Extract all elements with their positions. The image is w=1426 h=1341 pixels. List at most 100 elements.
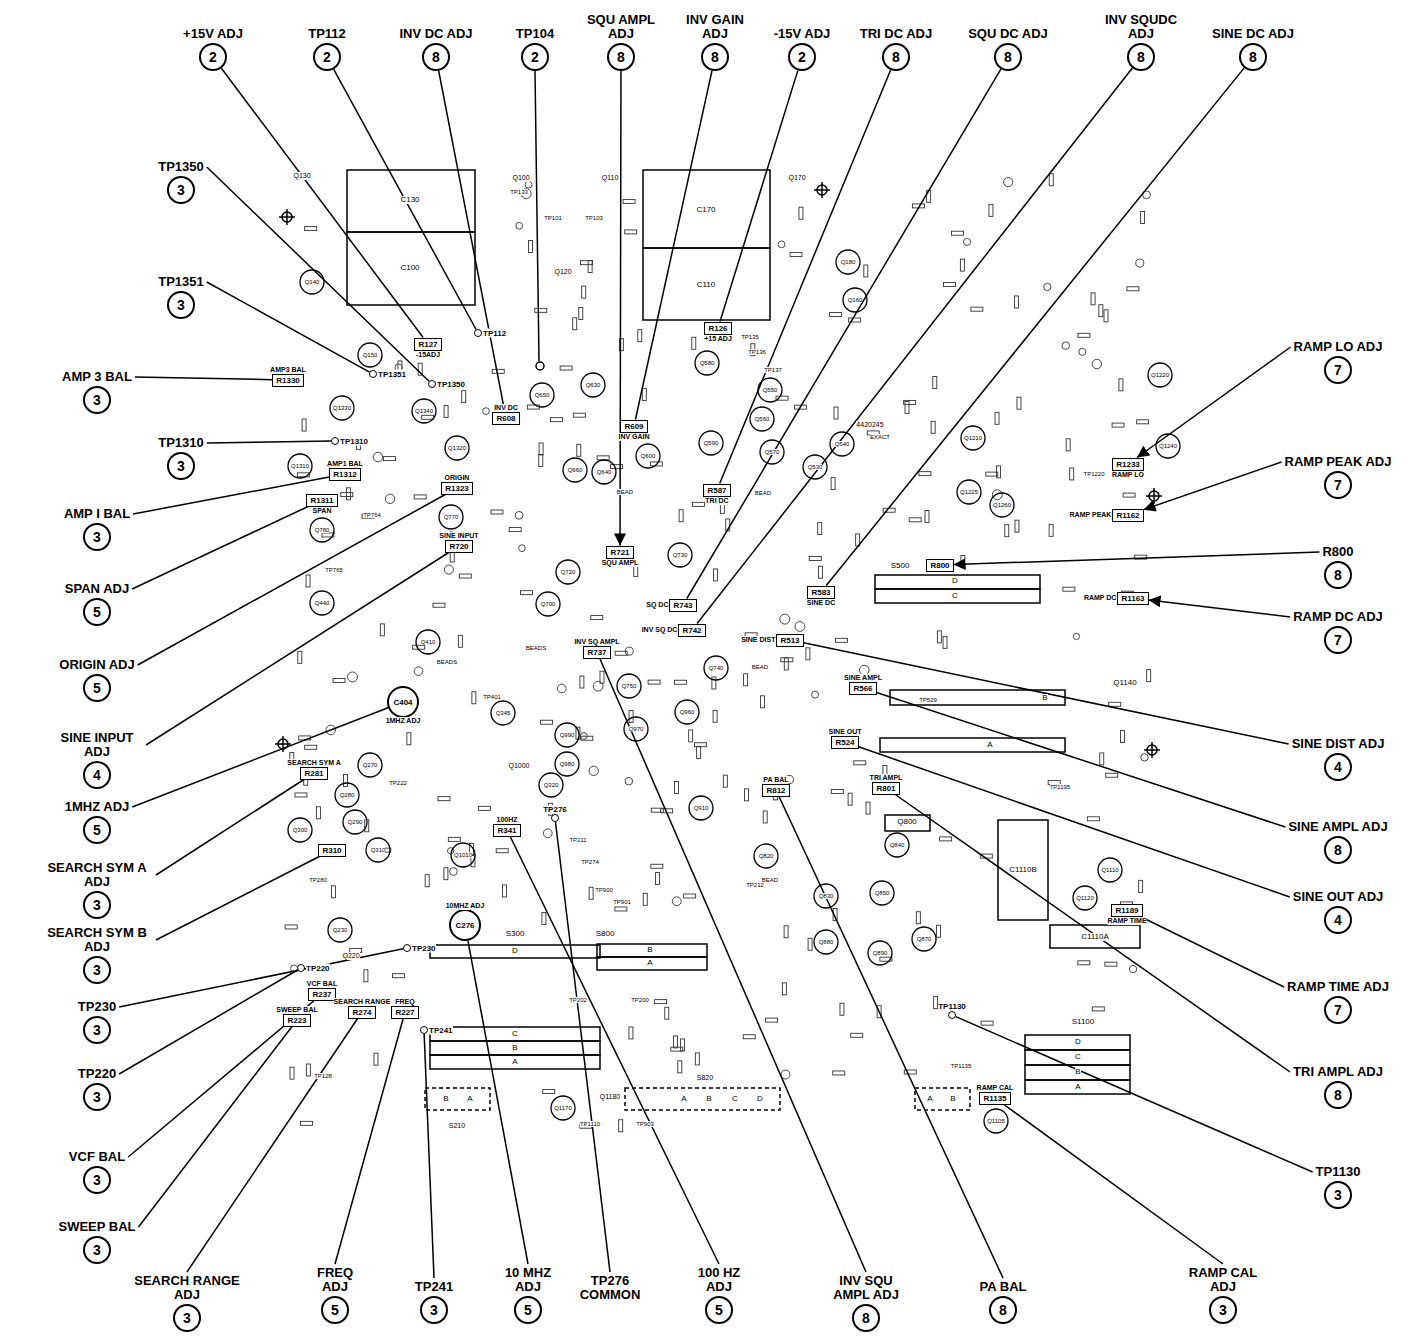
callout-number: 5 [93, 823, 101, 837]
board-marking: D [952, 577, 958, 586]
callout-label: TRI DC ADJ [860, 27, 932, 41]
board-marking: BEAD [752, 664, 768, 671]
part-designator: TP1310 [340, 437, 368, 446]
callout-circle: 3 [83, 1083, 111, 1111]
callout-label: TP1310 [158, 436, 204, 450]
callout-label: TP241 [415, 1280, 453, 1294]
resistor-symbol [582, 286, 586, 298]
board-graphic [119, 68, 1319, 1278]
callout: FREQ ADJ5 [310, 1266, 360, 1324]
board-marking: Q800 [897, 818, 917, 827]
board-marking: TP764 [363, 512, 381, 519]
callout-number: 3 [93, 393, 101, 407]
adjust-name: VCF BAL [307, 980, 337, 988]
leader-line [635, 71, 712, 420]
board-marking: C [732, 1095, 738, 1104]
adjust-name: SINE OUT [828, 728, 861, 736]
resistor-symbol [535, 308, 547, 312]
adjust-name: AMP1 BAL [327, 460, 363, 468]
board-marking: Q570 [765, 449, 780, 456]
capacitor-symbol [1062, 342, 1070, 350]
board-marking: Q550 [763, 387, 778, 394]
leader-line [510, 837, 719, 1265]
test-point: TP112 [474, 329, 482, 337]
board-marking: Q300 [293, 827, 308, 834]
callout: AMP I BAL3 [64, 507, 130, 551]
part-designator: R237 [312, 990, 331, 999]
resistor-symbol [925, 510, 929, 522]
callout: ORIGIN ADJ5 [59, 658, 134, 702]
board-marking: C [952, 592, 958, 601]
resistor-symbol [943, 636, 947, 648]
capacitor-symbol [557, 684, 566, 693]
leader-line [119, 970, 297, 1074]
board-marking: Q910 [694, 805, 709, 812]
transistor-outline [310, 518, 334, 542]
callout-number: 8 [862, 1311, 870, 1325]
callout-circle: 2 [313, 43, 341, 71]
resistor-symbol [383, 457, 395, 461]
capacitor-symbol [672, 897, 681, 906]
board-outline [430, 1027, 600, 1041]
capacitor-symbol [1079, 348, 1086, 355]
board-marking: Q170 [788, 174, 805, 182]
test-point: TP241 [420, 1026, 428, 1034]
transistor-outline [830, 432, 854, 456]
resistor-symbol [433, 603, 445, 607]
resistor-symbol [689, 730, 693, 742]
leader-line [687, 69, 1001, 598]
leader-line [804, 643, 1289, 744]
callout-circle: 3 [173, 1304, 201, 1332]
leader-line [132, 708, 388, 807]
board-marking: TP900 [595, 887, 613, 894]
resistor-symbol [1147, 670, 1151, 682]
leader-line [956, 1017, 1313, 1172]
resistor-symbol [422, 415, 434, 419]
adjust-resistor: R127-15ADJ [414, 338, 441, 351]
board-marking: TP529 [919, 697, 937, 704]
board-marking: TP135 [741, 334, 759, 341]
callout-circle: 8 [701, 43, 729, 71]
adjust-resistor: R1233RAMP LO [1112, 458, 1144, 471]
callout-circle: 8 [422, 43, 450, 71]
board-marking: Q730 [673, 552, 688, 559]
callout-circle: 8 [1324, 1081, 1352, 1109]
adjust-resistor: R1312AMP1 BAL [329, 468, 361, 481]
board-marking: Q560 [755, 416, 770, 423]
board-marking: Q1010 [454, 852, 472, 859]
transistor-outline [335, 783, 359, 807]
transistor-outline [1148, 363, 1172, 387]
resistor-symbol [496, 849, 508, 853]
board-marking: D [512, 947, 518, 956]
resistor-symbol [540, 720, 552, 724]
callout: INV DC ADJ8 [399, 27, 472, 71]
board-marking: TP903 [636, 1121, 654, 1128]
part-designator: R743 [673, 601, 692, 610]
resistor-symbol [692, 502, 704, 506]
callout-number: 3 [93, 1243, 101, 1257]
callout: SEARCH RANGE ADJ3 [130, 1274, 245, 1332]
leader-line [619, 71, 621, 546]
resistor-symbol [864, 265, 868, 277]
board-marking: Q410 [421, 639, 436, 646]
board-marking: Q640 [597, 469, 612, 476]
transistor-outline [412, 399, 436, 423]
part-designator: R223 [287, 1016, 306, 1025]
callout-circle: 3 [83, 523, 111, 551]
callout-number: 3 [177, 459, 185, 473]
resistor-symbol [665, 1007, 669, 1019]
adjust-resistor: R583SINE DC [807, 586, 834, 599]
resistor-symbol [589, 887, 593, 899]
resistor-symbol [580, 261, 592, 265]
resistor-symbol [961, 556, 965, 568]
resistor-symbol [919, 472, 931, 476]
transistor-outline [990, 493, 1014, 517]
callout-circle: 3 [83, 1016, 111, 1044]
resistor-symbol [904, 400, 916, 404]
resistor-symbol [674, 680, 686, 684]
resistor-symbol [472, 692, 476, 704]
board-graphic [536, 362, 544, 370]
capacitor-symbol [1129, 965, 1136, 972]
board-marking: BEADS [437, 659, 457, 666]
board-marking: Q590 [704, 440, 719, 447]
